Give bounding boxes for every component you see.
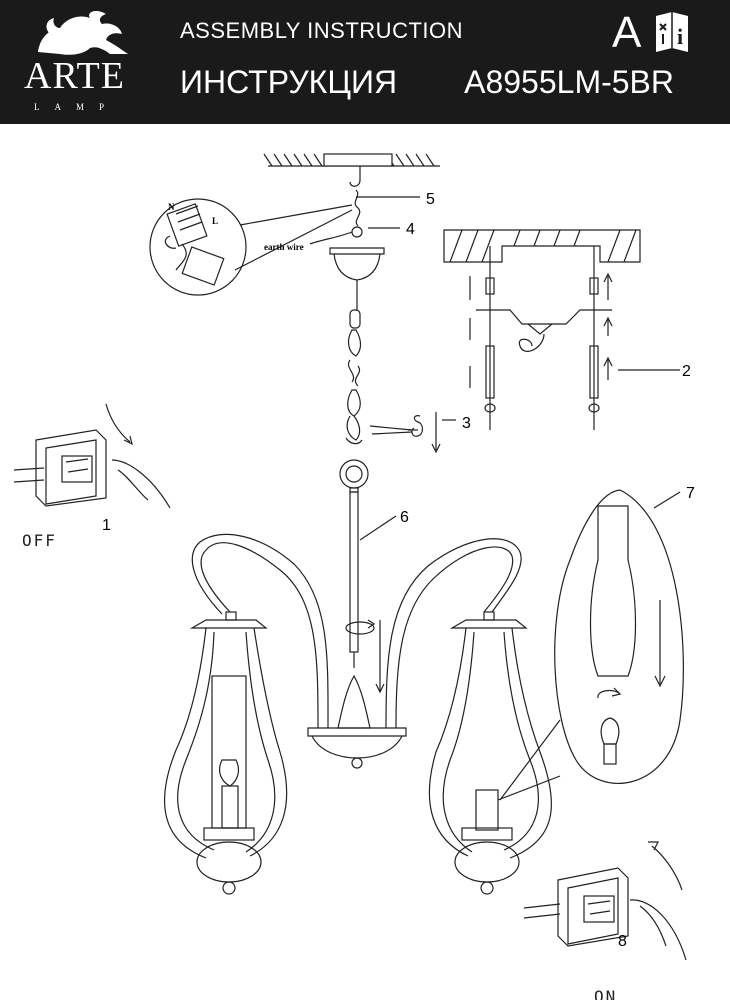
step-1-label: 1 (102, 517, 111, 534)
step-7-label: 7 (686, 485, 695, 502)
brand-name: ARTE (24, 55, 125, 97)
griffin-logo-icon (38, 11, 128, 55)
switch-on-detail (523, 841, 687, 961)
step-3-label: 3 (462, 415, 471, 432)
mounting-bracket (443, 229, 680, 430)
header-bar: ARTE LAMP ASSEMBLY INSTRUCTION ИНСТРУКЦИ… (0, 0, 730, 124)
ceiling-hook (349, 166, 361, 187)
earth-wire-label: earth wire (264, 242, 304, 252)
ceiling-hatch (263, 153, 440, 167)
bulb-detail-bubble (499, 489, 684, 801)
step-4-label: 4 (406, 221, 415, 238)
on-label: ON (594, 987, 617, 1000)
canopy (329, 226, 385, 281)
chandelier-body (191, 459, 522, 769)
step-6-label: 6 (400, 509, 409, 526)
title-russian: ИНСТРУКЦИЯ (180, 64, 398, 100)
assembly-diagram: 5 4 3 2 6 7 1 8 OFF ON earth wire N L (13, 153, 695, 1000)
brand-subtitle: LAMP (34, 102, 120, 112)
info-letter: i (677, 24, 683, 49)
wire-bundle (354, 189, 361, 227)
title-english: ASSEMBLY INSTRUCTION (180, 18, 464, 43)
category-letter: A (612, 8, 642, 57)
s-hook-part (408, 412, 456, 454)
step-5-label: 5 (426, 191, 435, 208)
terminal-l-label: L (212, 216, 218, 226)
info-booklet-icon: i (656, 12, 688, 52)
step-8-label: 8 (618, 933, 627, 950)
terminal-block-detail (149, 198, 353, 296)
chain (345, 280, 413, 445)
earth-wire-line (309, 231, 353, 245)
switch-off-detail (13, 403, 171, 509)
model-number: A8955LM-5BR (464, 64, 674, 100)
left-lamp (164, 611, 288, 895)
right-lamp (428, 611, 561, 895)
step-2-label: 2 (682, 363, 691, 380)
terminal-n-label: N (168, 202, 175, 212)
off-label: OFF (22, 531, 57, 550)
